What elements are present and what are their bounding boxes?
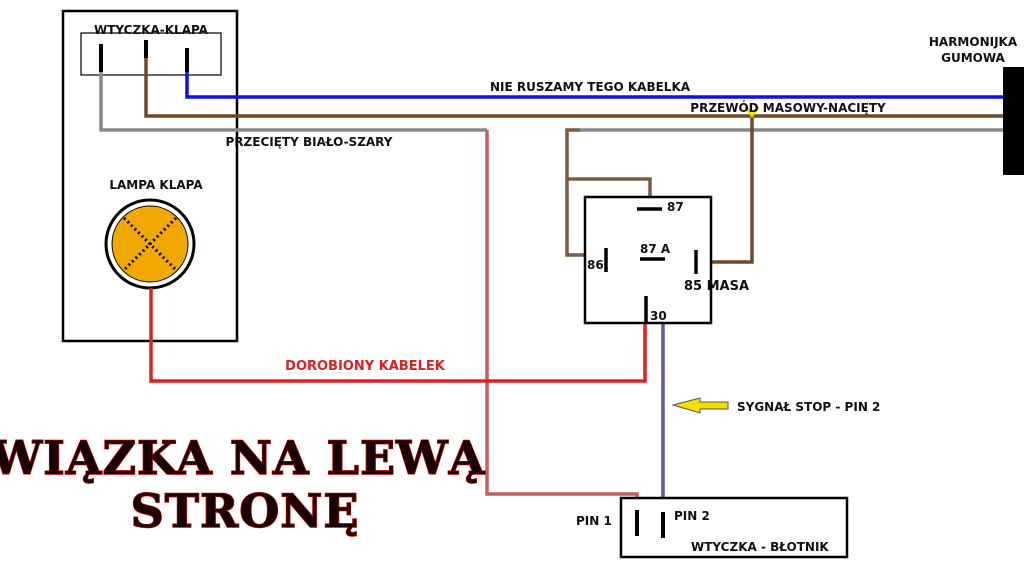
stop-signal-note: SYGNAŁ STOP - PIN 2 [737,400,880,414]
harness-connector [1003,67,1024,175]
title-line2: STRONĘ [131,484,360,538]
blue-wire-note: NIE RUSZAMY TEGO KABELKA [490,80,691,94]
pin1-label: PIN 1 [576,514,612,528]
cut-wire-note: PRZECIĘTY BIAŁO-SZARY [226,135,393,149]
added-wire-note: DOROBIONY KABELEK [285,359,446,374]
relay-pin-87-label: 87 [667,200,684,214]
plug-flap-label: WTYCZKA-KLAPA [94,23,209,37]
title-line1: WIĄZKA NA LEWĄ [0,431,486,485]
relay-pin-30-label: 30 [650,309,667,323]
fender-plug-label: WTYCZKA - BŁOTNIK [691,540,829,554]
lamp-flap-label: LAMPA KLAPA [109,178,203,192]
cut-marker-icon [744,106,760,118]
fender-plug-box [619,496,849,559]
relay-pin-85-label: 85 MASA [684,279,749,294]
ground-wire-note: PRZEWÓD MASOWY-NACIĘTY [690,100,886,115]
pin2-label: PIN 2 [674,509,710,523]
plug-flap-box [80,32,222,76]
relay-pin-87a-label: 87 A [640,242,671,256]
gray-wire-cut [99,72,487,132]
harness-label-line1: HARMONIJKA [929,35,1018,49]
added-red-wire [149,288,647,383]
brown-ground-wire [144,58,1005,118]
lamp-filament-2 [122,216,178,272]
harness-label-line2: GUMOWA [941,51,1005,65]
relay-pin-86-label: 86 [587,258,604,272]
relay-85-ground-wire [696,116,754,264]
stop-signal-arrow-icon [671,397,729,414]
blue-wire [185,72,1005,99]
